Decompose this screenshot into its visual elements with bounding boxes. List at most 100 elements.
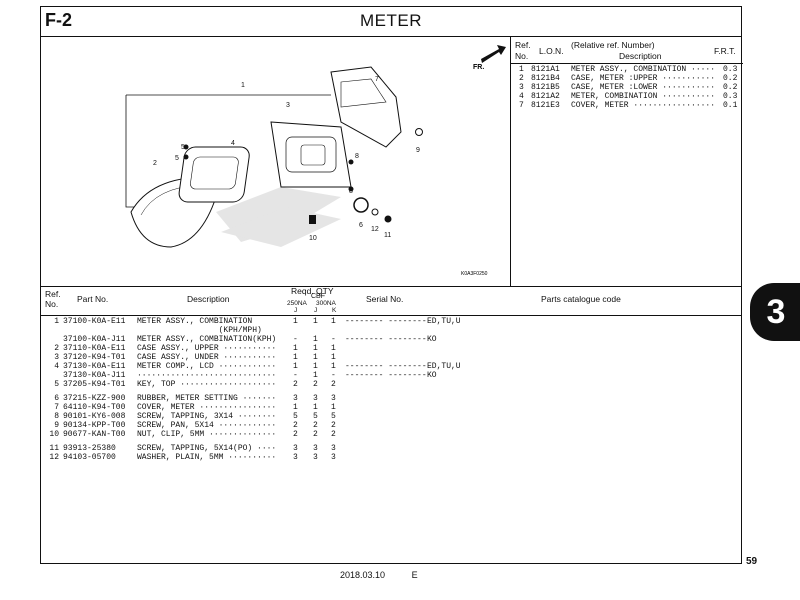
parts-list-header: Ref. No. Part No. Description Reqd. QTY …: [41, 286, 741, 316]
clip-nut-part: [309, 215, 316, 224]
qty-300na-k: 3: [331, 444, 336, 453]
relative-header: (Relative ref. Number): [571, 40, 655, 50]
quantity-header: Reqd. QTY: [291, 286, 334, 296]
col-300na-header: 300NA: [316, 300, 336, 307]
callout-2: 2: [153, 160, 157, 167]
callout-9: 9: [416, 147, 420, 154]
qty-300na-k: 1: [331, 317, 336, 326]
qty-300na-j: 2: [313, 430, 318, 439]
ref-number: 3: [54, 353, 59, 362]
lon-code: 8121E3: [531, 101, 560, 110]
qty-300na-j: 3: [313, 453, 318, 462]
screw-part-2: [183, 154, 189, 160]
upper-case-part: [270, 121, 352, 188]
qty-250na-j: 2: [293, 430, 298, 439]
lon-code: 8121A2: [531, 92, 560, 101]
part-description: SCREW, TAPPING, 3X14 ········: [137, 412, 277, 421]
serial-range: -------- --------: [345, 371, 427, 380]
parts-no-header: No.: [45, 299, 59, 309]
qty-300na-k: 1: [331, 344, 336, 353]
screw-part: [183, 144, 189, 150]
part-number: 37120-K94-T01: [63, 353, 126, 362]
ref-number: 12: [49, 453, 59, 462]
qty-300na-k: 3: [331, 453, 336, 462]
qty-300na-k: 1: [331, 362, 336, 371]
qty-250na-j: 1: [293, 353, 298, 362]
qty-250na-j: 1: [293, 362, 298, 371]
qty-300na-j: 1: [313, 353, 318, 362]
qty-300na-j: 1: [313, 371, 318, 380]
exploded-view-illustration: FR. 1 2 3 4 5 5 6 7 8 8 9 10 11 12 K0A3F…: [41, 37, 511, 286]
callout-3: 3: [286, 102, 290, 109]
part-description: (KPH/MPH): [137, 326, 262, 335]
qty-300na-j: 1: [313, 403, 318, 412]
qty-300na-j: 2: [313, 421, 318, 430]
frt-value: 0.1: [723, 101, 738, 110]
part-description: COVER, METER ················: [137, 403, 277, 412]
qty-300na-j: 1: [313, 317, 318, 326]
qty-300na-k: -: [331, 335, 336, 344]
part-number: 37215-KZZ-900: [63, 394, 126, 403]
lon-code: 8121B4: [531, 74, 560, 83]
lon-code: 8121B5: [531, 83, 560, 92]
serial-range: -------- --------: [345, 317, 427, 326]
qty-300na-j: 1: [313, 335, 318, 344]
qty-300na-k: 2: [331, 421, 336, 430]
screw-part-3: [348, 159, 354, 165]
part-description: KEY, TOP ····················: [137, 380, 277, 389]
lon-code: 8121A1: [531, 65, 560, 74]
callout-8b: 8: [349, 188, 353, 195]
operation-description: METER ASSY., COMBINATION ·····: [571, 65, 716, 74]
qty-250na-j: -: [293, 335, 298, 344]
operation-description: CASE, METER :UPPER ···········: [571, 74, 716, 83]
callout-1: 1: [241, 82, 245, 89]
catalogue-code: ED,TU,U: [427, 362, 461, 371]
qty-250na-j: 3: [293, 453, 298, 462]
part-number: 37110-K0A-E11: [63, 344, 126, 353]
footer-date: 2018.03.10: [340, 570, 386, 580]
qty-300na-j: 3: [313, 444, 318, 453]
washer-part: [371, 208, 379, 216]
exploded-view-drawing: FR. 1 2 3 4 5 5 6 7 8 8 9 10 11 12 K0A3F…: [125, 45, 506, 277]
catalogue-code-header: Parts catalogue code: [541, 294, 621, 304]
qty-250na-j: 3: [293, 394, 298, 403]
frt-value: 0.2: [723, 74, 738, 83]
no-header: No.: [515, 51, 529, 61]
meter-cover-part: [330, 66, 402, 148]
frt-value: 0.3: [723, 65, 738, 74]
qty-300na-k: 1: [331, 353, 336, 362]
part-number: 64110-K94-T00: [63, 403, 126, 412]
operation-description: CASE, METER :LOWER ···········: [571, 83, 716, 92]
callout-10: 10: [309, 235, 317, 242]
ref-number: 10: [49, 430, 59, 439]
lon-header: L.O.N.: [539, 46, 564, 56]
catalogue-code: ED,TU,U: [427, 317, 461, 326]
ref-number: 11: [49, 444, 59, 453]
qty-300na-k: -: [331, 371, 336, 380]
ref-number: 1: [54, 317, 59, 326]
qty-250na-j: 1: [293, 317, 298, 326]
footer-revision: E: [411, 570, 418, 580]
fr-label: FR.: [473, 64, 484, 71]
screw-part-5: [415, 128, 423, 136]
col-j1-header: J: [294, 307, 298, 314]
part-description: METER COMP., LCD ············: [137, 362, 277, 371]
col-250na-header: 250NA: [287, 300, 307, 307]
qty-250na-j: 1: [293, 403, 298, 412]
part-number: 37100-K0A-E11: [63, 317, 126, 326]
col-k-header: K: [332, 307, 337, 314]
frt-value: 0.2: [723, 83, 738, 92]
part-description: METER ASSY., COMBINATION(KPH): [137, 335, 277, 344]
part-description: SCREW, PAN, 5X14 ············: [137, 421, 277, 430]
page-title: METER: [360, 11, 422, 30]
callout-labels: 1 2 3 4 5 5 6 7 8 8 9 10 11 12: [153, 76, 420, 242]
page-footer: 2018.03.10 E: [340, 570, 442, 580]
ref-number: 2: [519, 74, 524, 83]
ref-number: 5: [54, 380, 59, 389]
col-j2-header: J: [314, 307, 318, 314]
parts-ref-header: Ref.: [45, 289, 61, 299]
qty-300na-k: 3: [331, 394, 336, 403]
frt-value: 0.3: [723, 92, 738, 101]
qty-250na-j: 5: [293, 412, 298, 421]
ref-number: 7: [54, 403, 59, 412]
